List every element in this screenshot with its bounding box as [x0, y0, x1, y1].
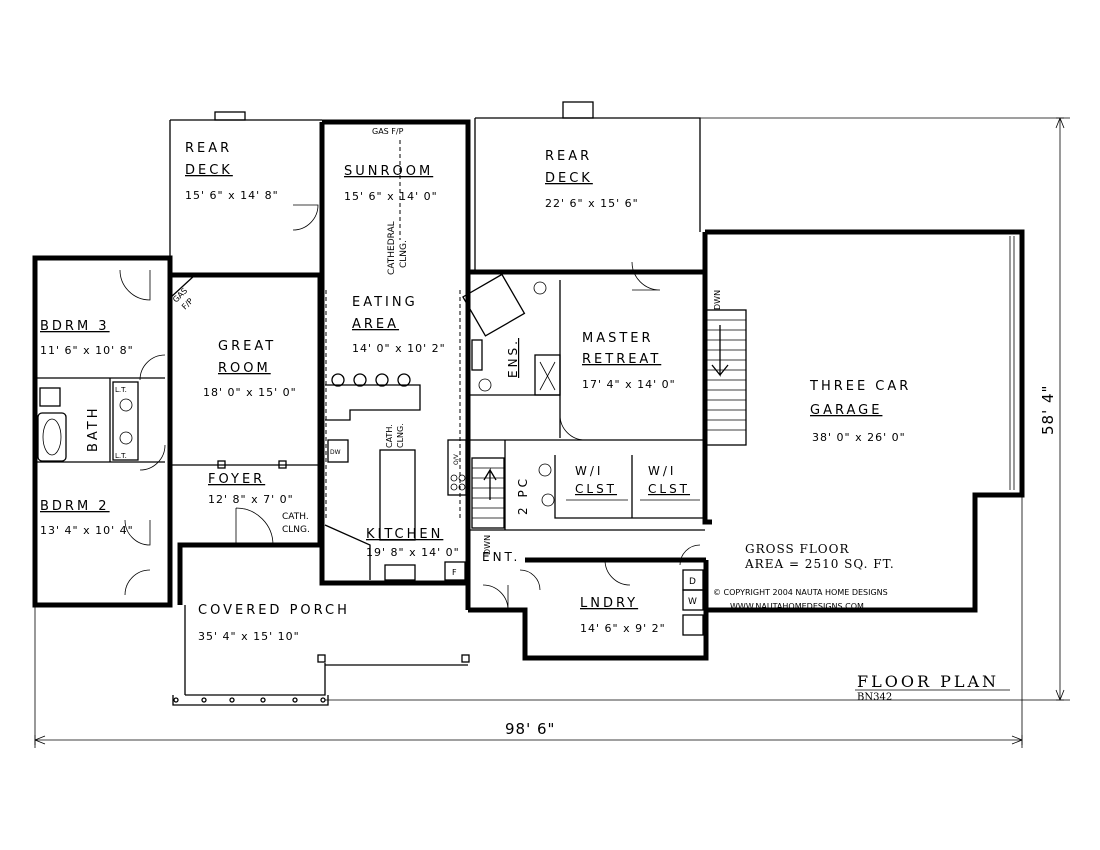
kitchen-ceiling-1: CATH.: [385, 424, 394, 448]
foyer-ceiling-1: CATH.: [282, 512, 309, 522]
covered-porch-label: COVERED PORCH: [198, 603, 350, 618]
garage-stair-dwn: DWN: [713, 290, 722, 310]
plan-title: FLOOR PLAN: [857, 672, 999, 691]
rear-deck-right-label-2: DECK: [545, 171, 593, 186]
master-retreat-label-1: MASTER: [582, 331, 654, 346]
foyer-ceiling-2: CLNG.: [282, 525, 310, 535]
overall-depth-dim: 58' 4": [1039, 385, 1057, 435]
covered-porch-size: 35' 4" x 15' 10": [198, 630, 300, 643]
kitchen-fridge: F: [452, 568, 457, 577]
rear-deck-right-label-1: REAR: [545, 149, 592, 164]
gas-fp-sunroom: GAS F/P: [372, 127, 404, 136]
laundry-size: 14' 6" x 9' 2": [580, 622, 666, 635]
master-retreat-label-2: RETREAT: [582, 352, 661, 367]
entry-label: ENT.: [482, 550, 520, 564]
doors: [119, 204, 701, 611]
kitchen-range: O/V: [453, 453, 460, 465]
sunroom-size: 15' 6" x 14' 0": [344, 190, 438, 203]
great-room-label-1: GREAT: [218, 339, 276, 354]
website-text: WWW.NAUTAHOMEDESIGNS.COM: [730, 602, 864, 611]
bath-lt-bottom: L.T.: [115, 452, 127, 460]
kitchen-label: KITCHEN: [366, 527, 443, 542]
rear-deck-right-size: 22' 6" x 15' 6": [545, 197, 639, 210]
plan-code: BN342: [857, 692, 892, 703]
kitchen-dw: DW: [330, 449, 341, 456]
great-room-size: 18' 0" x 15' 0": [203, 386, 297, 399]
two-pc-label: 2 PC: [516, 476, 530, 515]
eating-area-size: 14' 0" x 10' 2": [352, 342, 446, 355]
dimension-lines: [34, 117, 1070, 748]
eating-area-label-2: AREA: [352, 317, 399, 332]
wi-clst-1-label-1: W/I: [575, 464, 603, 478]
ens-label: ENS.: [506, 338, 520, 378]
eating-area-label-1: EATING: [352, 295, 418, 310]
entry-stair-dwn: DWN: [483, 535, 492, 555]
gross-area-line1: GROSS FLOOR: [745, 542, 850, 556]
foyer-label: FOYER: [208, 472, 265, 487]
overall-width-dim: 98' 6": [505, 720, 555, 738]
sunroom-label: SUNROOM: [344, 164, 433, 179]
bdrm2-size: 13' 4" x 10' 4": [40, 524, 134, 537]
garage-label-2: GARAGE: [810, 403, 882, 418]
wi-clst-1-label-2: CLST: [575, 482, 617, 496]
bath-label: BATH: [86, 405, 101, 452]
sunroom-ceiling-2: CLNG.: [399, 240, 409, 268]
garage-label-1: THREE CAR: [809, 379, 911, 394]
laundry-washer: W: [688, 597, 697, 607]
bdrm3-size: 11' 6" x 10' 8": [40, 344, 134, 357]
rear-deck-left-size: 15' 6" x 14' 8": [185, 189, 279, 202]
wi-clst-2-label-1: W/I: [648, 464, 676, 478]
gross-area-line2: AREA = 2510 SQ. FT.: [744, 557, 895, 571]
laundry-dryer: D: [689, 577, 696, 587]
bdrm3-label: BDRM 3: [40, 319, 110, 334]
garage-size: 38' 0" x 26' 0": [812, 431, 906, 444]
rear-deck-left-label-1: REAR: [185, 141, 232, 156]
bdrm2-label: BDRM 2: [40, 499, 110, 514]
wi-clst-2-label-2: CLST: [648, 482, 690, 496]
master-retreat-size: 17' 4" x 14' 0": [582, 378, 676, 391]
kitchen-size: 19' 8" x 14' 0": [366, 546, 460, 559]
kitchen-ceiling-2: CLNG.: [396, 423, 405, 448]
rear-deck-left-label-2: DECK: [185, 163, 233, 178]
great-room-label-2: ROOM: [218, 361, 271, 376]
exterior-walls: [32, 119, 1025, 661]
sunroom-ceiling-1: CATHEDRAL: [387, 221, 397, 275]
fixtures: [37, 140, 747, 636]
foyer-size: 12' 8" x 7' 0": [208, 493, 294, 506]
copyright-text: © COPYRIGHT 2004 NAUTA HOME DESIGNS: [713, 588, 888, 597]
laundry-label: LNDRY: [580, 596, 638, 611]
bath-lt-top: L.T.: [115, 386, 127, 394]
plan-info: GROSS FLOOR AREA = 2510 SQ. FT. © COPYRI…: [505, 385, 1057, 738]
